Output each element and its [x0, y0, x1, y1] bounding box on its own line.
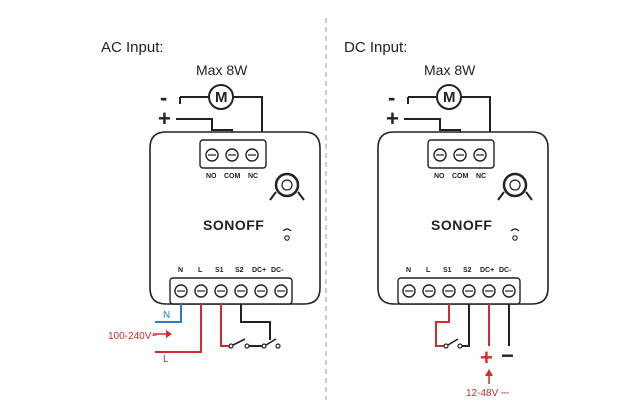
ac-load-label: Max 8W [196, 62, 248, 78]
dc-top-terminal-nc [473, 148, 487, 162]
ac-top-label-no: NO [206, 173, 217, 180]
dc-bottom-terminal-s2 [462, 284, 476, 298]
dc-voltage-label: 12-48V ⎓ [466, 388, 509, 399]
ac-bottom-label-dcplus: DC+ [252, 267, 266, 274]
dc-bottom-label-dcminus: DC- [499, 267, 512, 274]
ac-bottom-label-l: L [198, 267, 203, 274]
dc-bottom-label-s2: S2 [463, 267, 472, 274]
dc-bottom-terminal-s1 [442, 284, 456, 298]
ac-top-label-com: COM [224, 173, 241, 180]
ac-bottom-terminal-s2 [234, 284, 248, 298]
switch-icon [228, 338, 250, 349]
ac-top-terminal-no [205, 148, 219, 162]
ac-voltage-label: 100-240V~ [108, 331, 157, 342]
ac-title: AC Input: [101, 39, 164, 56]
dc-bottom-terminal-dcplus [482, 284, 496, 298]
ac-device-body [149, 131, 321, 305]
ac-bottom-terminal-l [194, 284, 208, 298]
dc-minus-sign: − [501, 343, 514, 368]
dc-minus-sign-top: - [388, 85, 395, 110]
ac-live-label: L [163, 354, 169, 365]
dc-bottom-terminal-n [402, 284, 416, 298]
dc-device-body [377, 131, 549, 305]
switch-icon [443, 338, 463, 349]
wifi-signal-icon [282, 228, 292, 241]
motor-icon: M [208, 84, 234, 110]
dc-bottom-terminal-l [422, 284, 436, 298]
ac-panel: AC Input: Max 8W M - + NO COM NC SONOFF [101, 39, 321, 365]
ac-plus-sign: + [158, 106, 171, 131]
dc-bottom-label-s1: S1 [443, 267, 452, 274]
dc-bottom-label-dcplus: DC+ [480, 267, 494, 274]
ac-bottom-terminal-dcminus [274, 284, 288, 298]
dc-top-label-no: NO [434, 173, 445, 180]
dc-title: DC Input: [344, 39, 407, 56]
dc-top-terminal-com [453, 148, 467, 162]
ac-brand-logo: SONOFF [203, 217, 264, 233]
ac-motor-letter: M [215, 89, 228, 106]
dc-brand-logo: SONOFF [431, 217, 492, 233]
ac-bottom-terminal-dcplus [254, 284, 268, 298]
ac-top-label-nc: NC [248, 173, 258, 180]
dc-load-label: Max 8W [424, 62, 476, 78]
dc-top-terminal-no [433, 148, 447, 162]
dc-bottom-label-l: L [426, 267, 431, 274]
dc-bottom-label-n: N [406, 267, 411, 274]
ac-bottom-label-n: N [178, 267, 183, 274]
dc-panel: DC Input: Max 8W M - + NO COM NC SONOFF [344, 39, 549, 399]
ac-bottom-terminal-s1 [214, 284, 228, 298]
dc-plus-sign: + [480, 345, 493, 370]
ac-top-terminal-nc [245, 148, 259, 162]
dc-bottom-terminal-dcminus [502, 284, 516, 298]
ac-bottom-label-dcminus: DC- [271, 267, 284, 274]
ac-top-terminal-com [225, 148, 239, 162]
dc-motor-letter: M [443, 89, 456, 106]
switch-icon [261, 338, 281, 349]
motor-icon: M [436, 84, 462, 110]
ac-neutral-wire [155, 304, 182, 323]
dc-plus-sign-top: + [386, 106, 399, 131]
ac-neutral-label: N [163, 310, 170, 321]
dc-top-label-com: COM [452, 173, 469, 180]
ac-bottom-terminal-n [174, 284, 188, 298]
ac-bottom-label-s2: S2 [235, 267, 244, 274]
ac-live-wire [155, 304, 202, 353]
keyhole-button-icon [497, 172, 533, 201]
wifi-signal-icon [510, 228, 520, 241]
keyhole-button-icon [269, 172, 305, 201]
ac-bottom-label-s1: S1 [215, 267, 224, 274]
dc-top-label-nc: NC [476, 173, 486, 180]
ac-minus-sign: - [160, 85, 167, 110]
